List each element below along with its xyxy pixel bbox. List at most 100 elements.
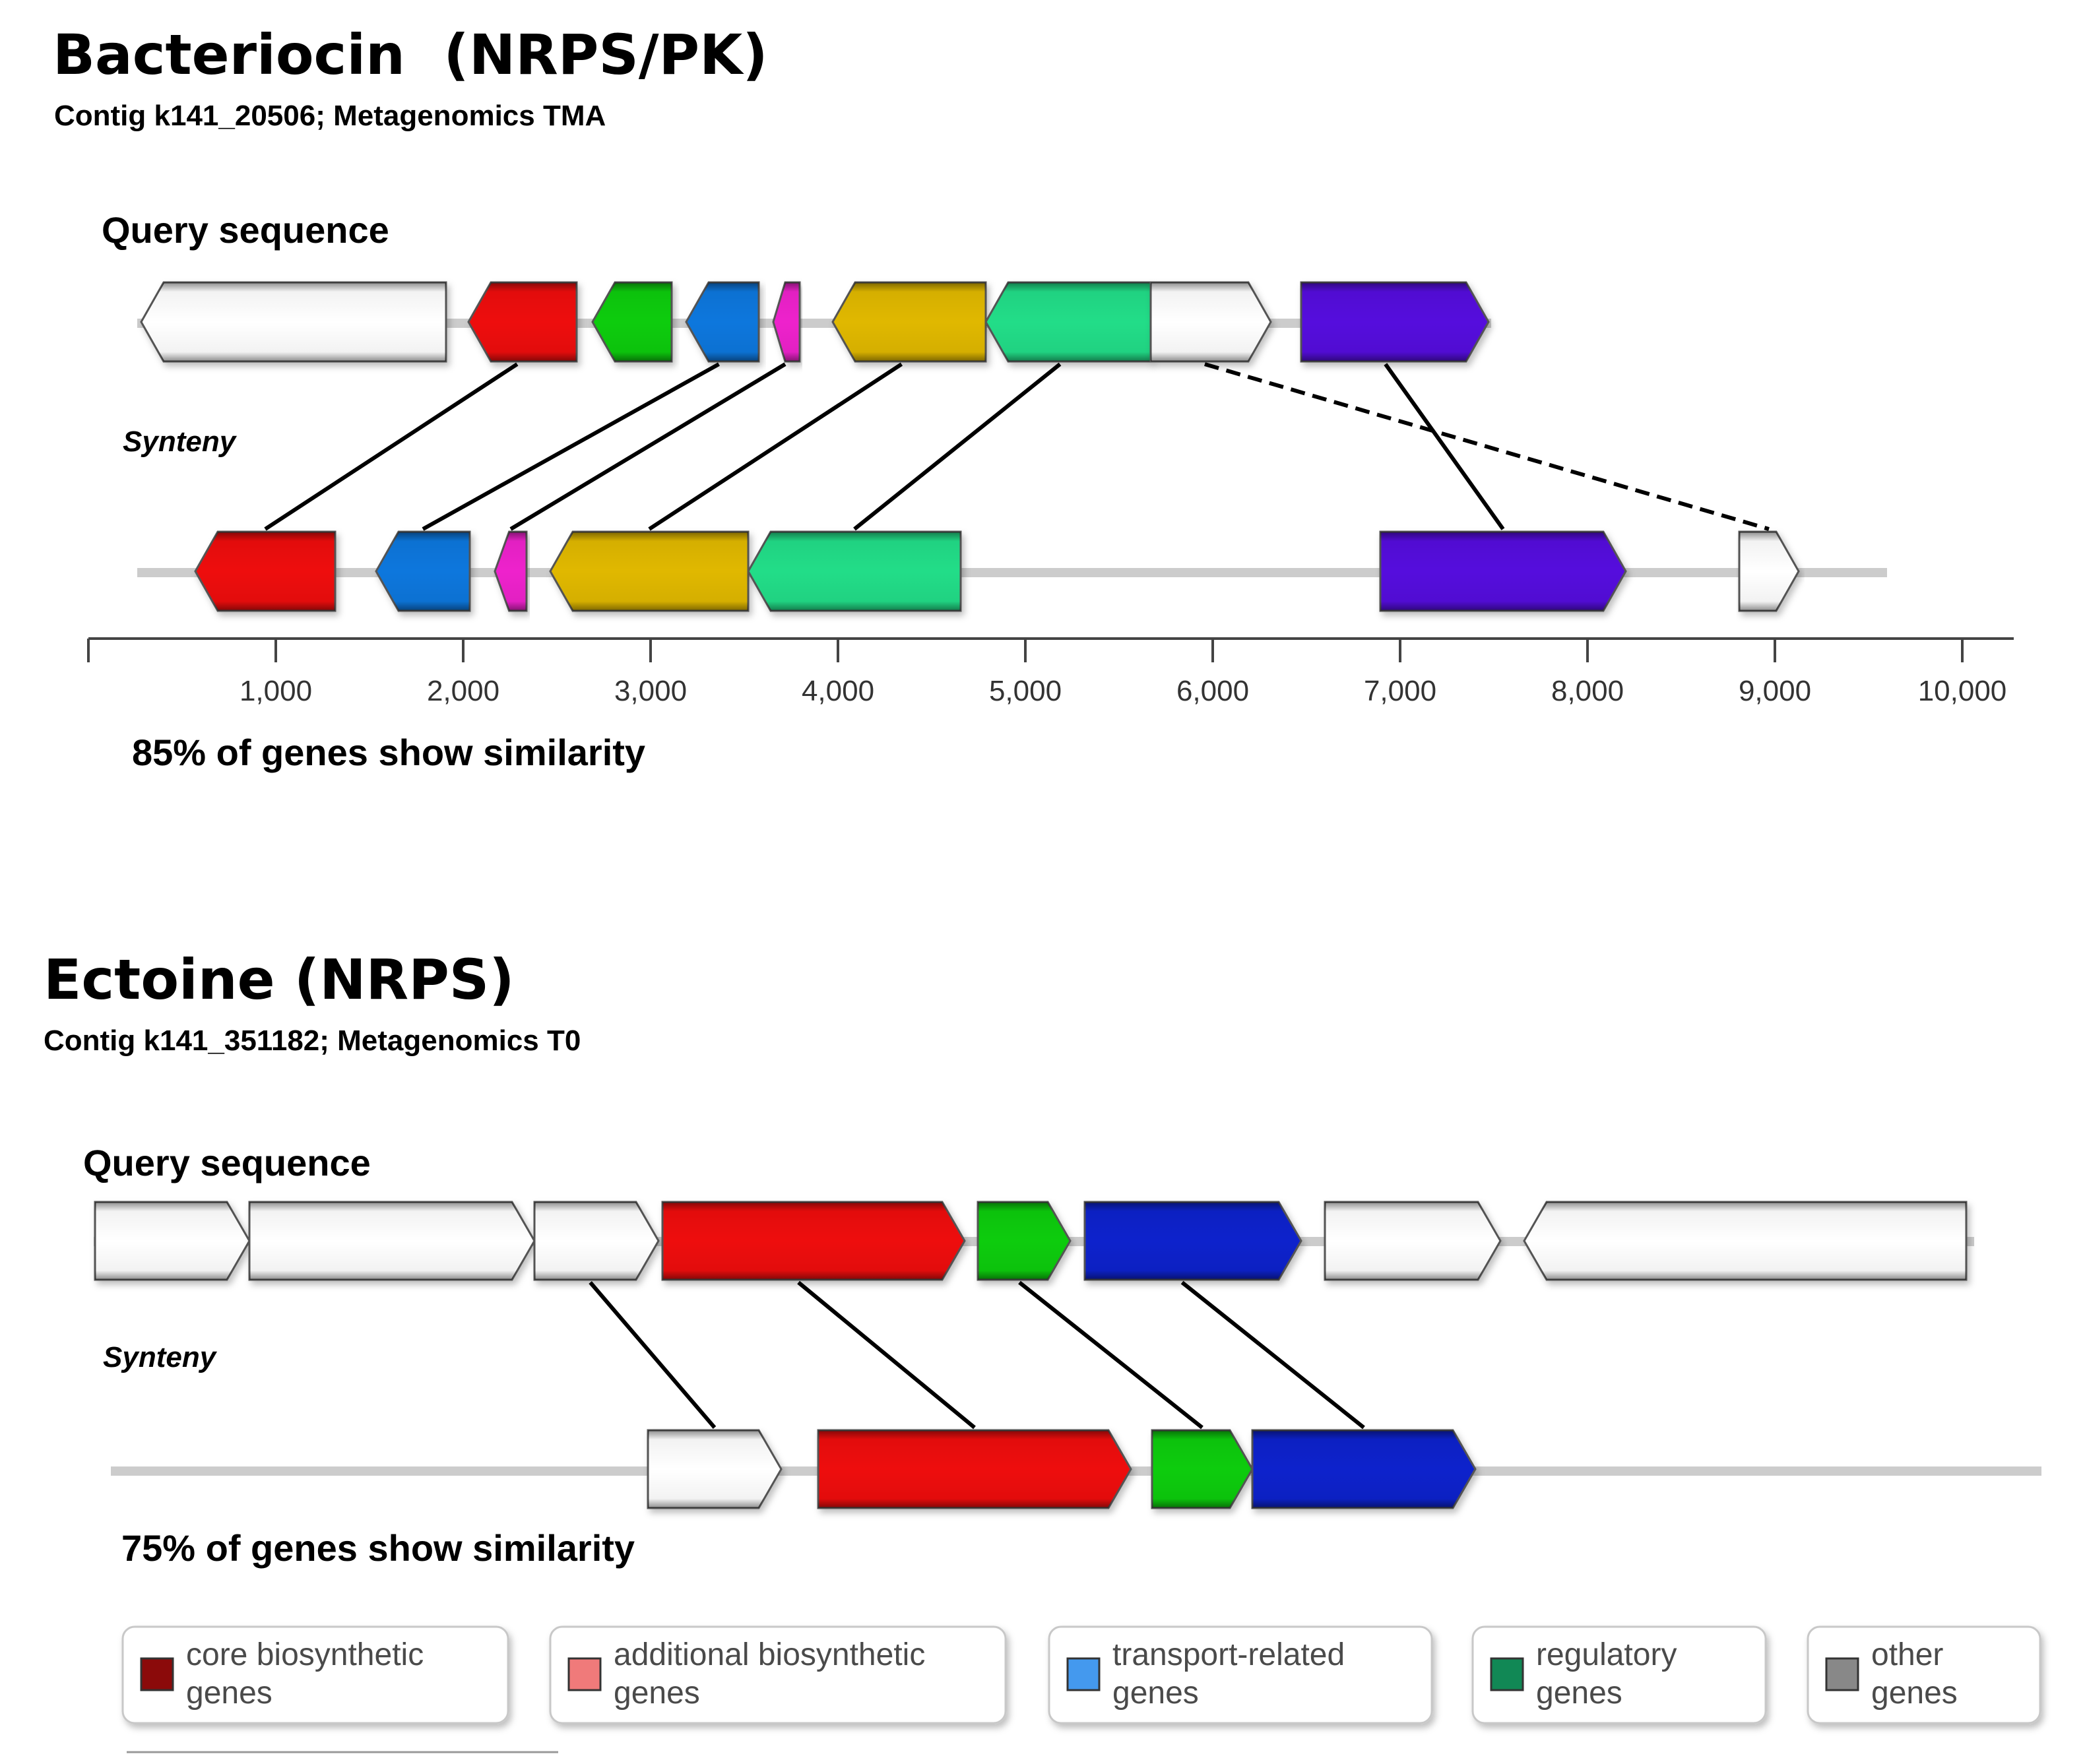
legend-label-line1: regulatory bbox=[1536, 1637, 1677, 1672]
legend-swatch bbox=[1825, 1657, 1859, 1691]
query-gene-arrow[interactable] bbox=[1523, 1201, 1968, 1281]
query-gene-arrow[interactable] bbox=[977, 1201, 1072, 1281]
query-gene-arrow[interactable] bbox=[984, 281, 1152, 363]
legend-box bbox=[1048, 1625, 1433, 1724]
gene-shading bbox=[1380, 532, 1626, 611]
legend-item[interactable]: other genes bbox=[1807, 1625, 2041, 1724]
query-gene-arrow[interactable] bbox=[591, 281, 673, 363]
query-gene-arrow[interactable] bbox=[831, 281, 987, 363]
gene-shading bbox=[376, 532, 470, 611]
gene-shading bbox=[550, 532, 748, 611]
synteny-link bbox=[853, 362, 1062, 531]
hit-gene-arrow[interactable] bbox=[494, 530, 528, 612]
synteny-link bbox=[1204, 362, 1770, 531]
ectoine-panel: Ectoine (NRPS) Contig k141_351182; Metag… bbox=[44, 947, 2041, 1569]
gene-shading bbox=[986, 282, 1151, 362]
query-gene-arrow[interactable] bbox=[685, 281, 760, 363]
legend-swatch bbox=[140, 1657, 174, 1691]
gene-shading bbox=[534, 1202, 658, 1280]
legend-box bbox=[549, 1625, 1007, 1724]
hit-gene-arrow[interactable] bbox=[549, 530, 750, 612]
hit-gene-arrow[interactable] bbox=[1379, 530, 1627, 612]
legend-label-line2: genes bbox=[1871, 1676, 1958, 1711]
gene-shading bbox=[593, 282, 672, 362]
legend-label-line2: genes bbox=[614, 1676, 700, 1711]
gene-shading bbox=[141, 282, 446, 362]
axis-tick-label: 7,000 bbox=[1364, 675, 1436, 707]
query-genes bbox=[140, 281, 1490, 363]
legend-label-line1: transport-related bbox=[1112, 1637, 1345, 1672]
gene-shading bbox=[648, 1430, 781, 1508]
axis-tick-label: 4,000 bbox=[802, 675, 874, 707]
query-gene-arrow[interactable] bbox=[467, 281, 578, 363]
gene-shading bbox=[662, 1202, 965, 1280]
hit-gene-arrow[interactable] bbox=[1738, 530, 1800, 612]
legend-label-line2: genes bbox=[1536, 1676, 1622, 1711]
query-gene-arrow[interactable] bbox=[1324, 1201, 1502, 1281]
hit-gene-arrow[interactable] bbox=[747, 530, 962, 612]
synteny-link bbox=[264, 362, 519, 531]
query-gene-arrow[interactable] bbox=[140, 281, 447, 363]
gene-shading bbox=[1325, 1202, 1500, 1280]
hit-gene-arrow[interactable] bbox=[817, 1429, 1132, 1509]
legend-item[interactable]: additional biosynthetic genes bbox=[549, 1625, 1007, 1724]
hit-gene-arrow[interactable] bbox=[1251, 1429, 1477, 1509]
legend-label-line1: additional biosynthetic bbox=[614, 1637, 925, 1672]
synteny-link bbox=[648, 362, 903, 531]
legend-swatch bbox=[567, 1657, 602, 1691]
synteny-link bbox=[509, 362, 786, 531]
axis-tick-label: 1,000 bbox=[240, 675, 312, 707]
legend-box bbox=[1471, 1625, 1767, 1724]
hit-genes bbox=[647, 1429, 1477, 1509]
synteny-link bbox=[1384, 363, 1505, 530]
query-gene-arrow[interactable] bbox=[248, 1201, 536, 1281]
gene-shading bbox=[1252, 1430, 1475, 1508]
gene-shading bbox=[1739, 532, 1799, 611]
query-gene-arrow[interactable] bbox=[1083, 1201, 1302, 1281]
legend-box bbox=[121, 1625, 509, 1724]
synteny-label: Synteny bbox=[123, 425, 238, 458]
axis-tick-label: 9,000 bbox=[1739, 675, 1811, 707]
query-gene-arrow[interactable] bbox=[94, 1201, 251, 1281]
synteny-link bbox=[422, 362, 720, 531]
legend-label-line1: other bbox=[1871, 1637, 1943, 1672]
gene-shading bbox=[748, 532, 961, 611]
gene-shading bbox=[195, 532, 335, 611]
gene-shading bbox=[773, 282, 800, 362]
gene-shading bbox=[978, 1202, 1070, 1280]
gene-shading bbox=[1085, 1202, 1301, 1280]
synteny-links bbox=[589, 1280, 1365, 1430]
panel-subtitle: Contig k141_20506; Metagenomics TMA bbox=[54, 100, 606, 132]
hit-gene-arrow[interactable] bbox=[194, 530, 337, 612]
hit-gene-arrow[interactable] bbox=[647, 1429, 783, 1509]
gene-shading bbox=[495, 532, 527, 611]
query-gene-arrow[interactable] bbox=[1300, 281, 1490, 363]
gene-shading bbox=[1152, 1430, 1252, 1508]
panel-title: Ectoine (NRPS) bbox=[44, 947, 515, 1012]
query-gene-arrow[interactable] bbox=[533, 1201, 660, 1281]
legend-item[interactable]: regulatory genes bbox=[1471, 1625, 1767, 1724]
query-gene-arrow[interactable] bbox=[772, 281, 801, 363]
query-sequence-label: Query sequence bbox=[102, 209, 389, 251]
similarity-text: 85% of genes show similarity bbox=[132, 732, 645, 773]
legend-label-line2: genes bbox=[186, 1676, 273, 1711]
legend-swatch bbox=[1066, 1657, 1101, 1691]
axis-tick-label: 3,000 bbox=[614, 675, 687, 707]
gene-shading bbox=[1524, 1202, 1966, 1280]
hit-gene-arrow[interactable] bbox=[375, 530, 471, 612]
gene-shading bbox=[686, 282, 759, 362]
synteny-link bbox=[1180, 1280, 1365, 1430]
query-sequence-label: Query sequence bbox=[83, 1142, 371, 1183]
synteny-label: Synteny bbox=[103, 1341, 218, 1373]
synteny-link bbox=[1018, 1280, 1203, 1430]
legend-swatch bbox=[1490, 1657, 1524, 1691]
legend-box bbox=[1807, 1625, 2041, 1724]
query-gene-arrow[interactable] bbox=[1149, 281, 1272, 363]
query-gene-arrow[interactable] bbox=[661, 1201, 966, 1281]
bacteriocin-panel: Bacteriocin (NRPS/PK) Contig k141_20506;… bbox=[53, 22, 2014, 773]
hit-gene-arrow[interactable] bbox=[1151, 1429, 1254, 1509]
